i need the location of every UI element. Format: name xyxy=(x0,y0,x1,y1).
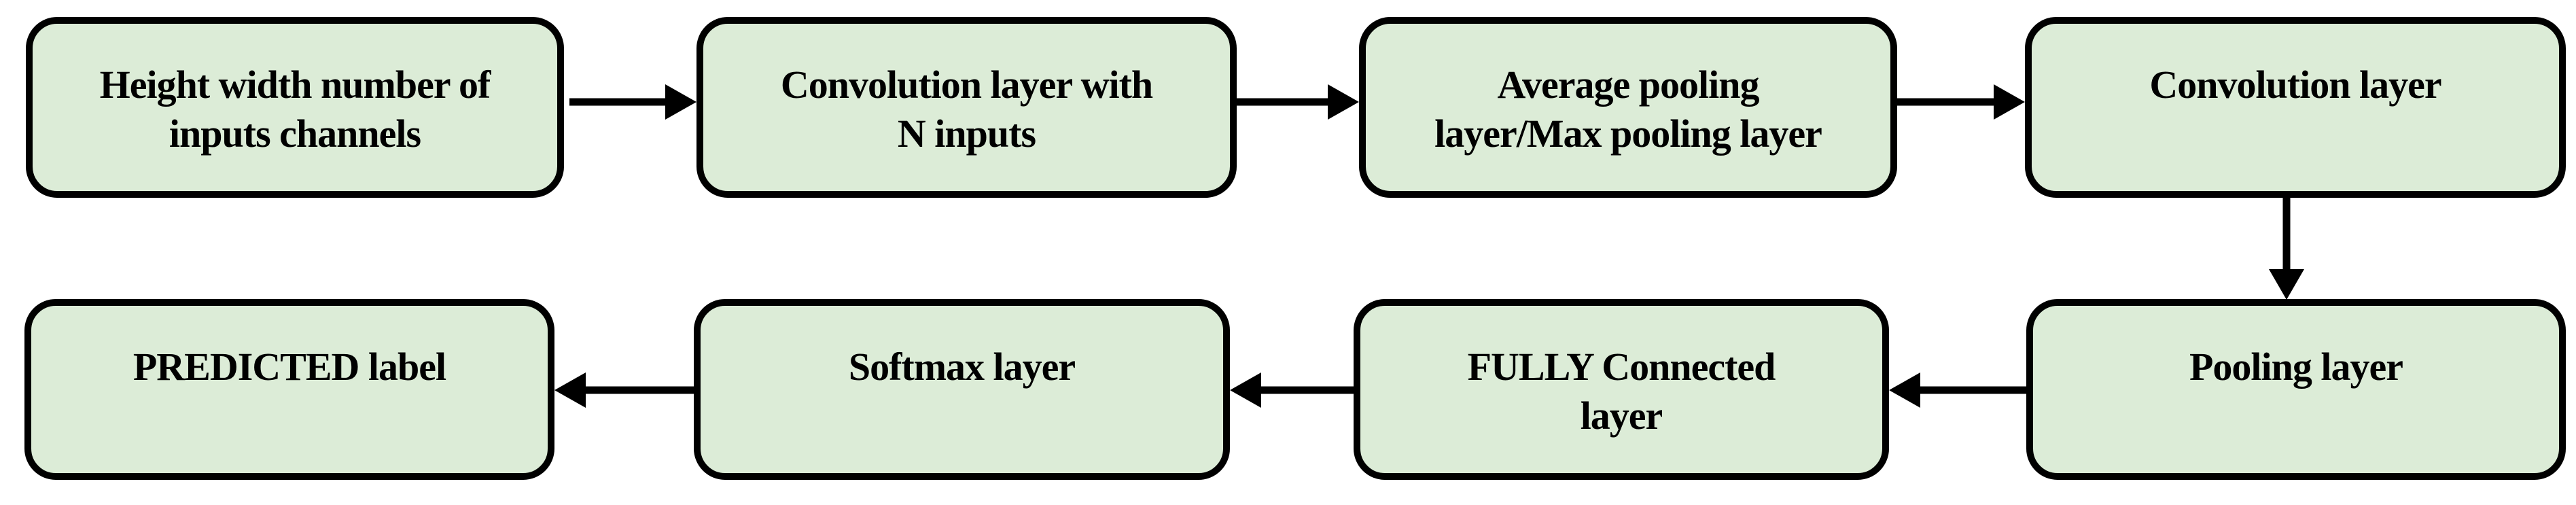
arrow-pooling-to-fully-connected xyxy=(1889,372,2028,408)
node-convolution: Convolution layer xyxy=(2025,17,2566,198)
arrow-head-icon xyxy=(1328,84,1359,120)
node-softmax-label: Softmax layer xyxy=(848,345,1076,389)
node-fully-connected: FULLY Connected layer xyxy=(1354,299,1889,480)
node-softmax: Softmax layer xyxy=(694,299,1230,480)
arrow-pooling-choice-to-convolution xyxy=(1896,84,2025,120)
arrow-head-icon xyxy=(665,84,696,120)
node-convolution-n-inputs: Convolution layer with N inputs xyxy=(696,17,1237,198)
node-input-dimensions-label: Height width number of inputs channels xyxy=(99,63,491,156)
node-avg-max-pooling: Average pooling layer/Max pooling layer xyxy=(1359,17,1897,198)
node-avg-max-pooling-label: Average pooling layer/Max pooling layer xyxy=(1434,63,1822,156)
node-convolution-n-inputs-label: Convolution layer with N inputs xyxy=(780,63,1153,156)
arrow-fully-connected-to-softmax xyxy=(1230,372,1355,408)
node-pooling: Pooling layer xyxy=(2026,299,2566,480)
node-pooling-label: Pooling layer xyxy=(2189,345,2403,389)
arrow-convolution-to-pooling-choice xyxy=(1235,84,1359,120)
node-input-dimensions: Height width number of inputs channels xyxy=(26,17,564,198)
arrow-head-icon xyxy=(1230,372,1261,408)
arrow-head-icon xyxy=(1994,84,2025,120)
arrow-softmax-to-predicted xyxy=(554,372,695,408)
arrow-input-to-convolution xyxy=(569,84,696,120)
node-predicted-label: PREDICTED label xyxy=(24,299,554,480)
node-convolution-label: Convolution layer xyxy=(2149,63,2441,107)
node-fully-connected-label: FULLY Connected layer xyxy=(1467,345,1776,438)
arrow-head-icon xyxy=(554,372,586,408)
node-predicted-label-label: PREDICTED label xyxy=(133,345,446,389)
arrow-head-icon xyxy=(2269,269,2304,300)
arrow-convolution-to-pooling xyxy=(2269,197,2304,300)
arrow-head-icon xyxy=(1889,372,1920,408)
